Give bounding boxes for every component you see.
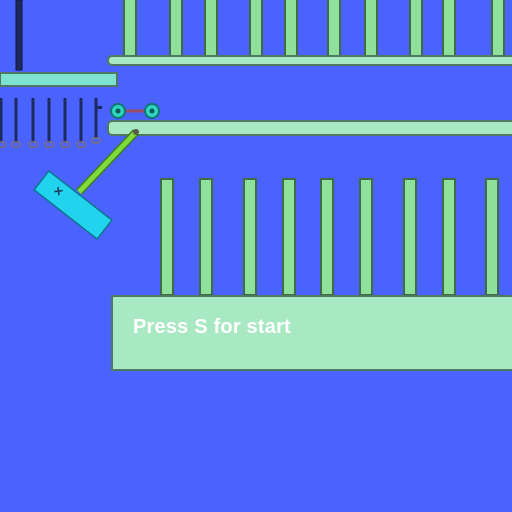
- vertical-bar: [282, 178, 296, 296]
- cross-marker-icon: [54, 186, 63, 196]
- wheel-cart: [110, 103, 160, 119]
- hook-icon: [44, 141, 54, 148]
- wheel-hub: [115, 108, 121, 114]
- wheel-hub: [149, 108, 155, 114]
- vertical-bar: [320, 178, 334, 296]
- vertical-bar: [243, 178, 257, 296]
- vertical-bar: [359, 178, 373, 296]
- vertical-bar: [123, 0, 137, 57]
- vertical-bar: [442, 0, 456, 57]
- chain: [11, 98, 21, 148]
- vertical-bar: [160, 178, 174, 296]
- paddle-block[interactable]: [33, 169, 113, 241]
- hook-icon: [28, 141, 38, 148]
- vertical-bar: [364, 0, 378, 57]
- swing-arm: [76, 129, 139, 195]
- chain: [60, 98, 70, 148]
- hook-icon: [11, 141, 21, 148]
- hook-icon: [0, 141, 6, 148]
- vertical-bar: [403, 178, 417, 296]
- hook-icon: [60, 141, 70, 148]
- hook-icon: [76, 141, 86, 148]
- chain: [76, 98, 86, 148]
- left-ledge: [0, 72, 118, 87]
- hanging-rod: [15, 0, 23, 71]
- arm-pivot: [133, 129, 139, 135]
- hook-icon: [91, 137, 101, 144]
- start-message-banner: Press S for start: [111, 295, 512, 371]
- vertical-bar: [204, 0, 218, 57]
- chain: [0, 98, 6, 148]
- vertical-bar: [284, 0, 298, 57]
- vertical-bar: [485, 178, 499, 296]
- chain-curtain: [0, 98, 102, 148]
- chain-catch: [96, 106, 102, 109]
- vertical-bar: [442, 178, 456, 296]
- vertical-bar: [169, 0, 183, 57]
- bottom-bar-row: [160, 178, 499, 296]
- vertical-bar: [199, 178, 213, 296]
- chain: [91, 98, 101, 144]
- vertical-bar: [409, 0, 423, 57]
- vertical-bar: [491, 0, 505, 57]
- chain: [28, 98, 38, 148]
- vertical-bar: [249, 0, 263, 57]
- vertical-bar: [327, 0, 341, 57]
- start-message: Press S for start: [133, 315, 291, 338]
- middle-platform: [107, 120, 512, 136]
- top-platform: [107, 55, 512, 66]
- chain: [44, 98, 54, 148]
